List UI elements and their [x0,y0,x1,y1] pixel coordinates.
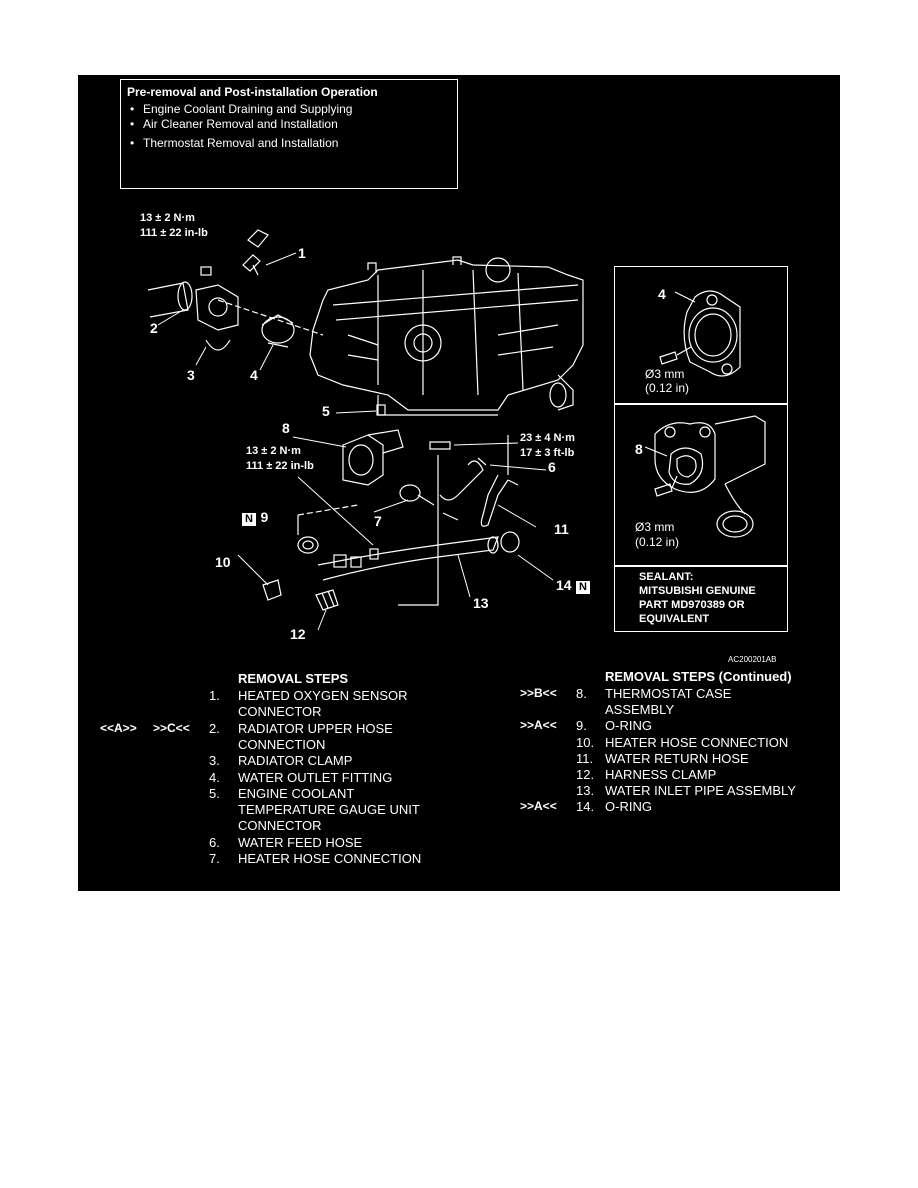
inset-thermostat-case: 8 Ø3 mm (0.12 in) [614,403,788,567]
callout-5: 5 [322,403,330,419]
step-number: 5. [209,785,220,801]
step-number: 3. [209,753,220,769]
step-number: 13. [576,783,595,799]
callout-4: 4 [250,367,258,383]
step-number: 2. [209,720,220,736]
step-number: 4. [209,769,220,785]
step-mark: >>C<< [153,720,190,735]
step-text: CONNECTOR [238,704,322,720]
steps-right-title: REMOVAL STEPS (Continued) [605,669,792,684]
torque-1-nm: 13 ± 2 N·m [140,212,195,224]
step-text: WATER OUTLET FITTING [238,769,393,785]
callout-8: 8 [282,420,290,436]
inset-mid-in: (0.12 in) [635,535,680,549]
callout-2: 2 [150,320,158,336]
torque-3-nm: 23 ± 4 N·m [520,432,575,444]
inset-mid-dia: Ø3 mm [635,520,675,534]
callout-7: 7 [374,513,382,529]
torque-2-imp: 111 ± 22 in-lb [246,460,314,472]
step-number: 14. [576,799,595,815]
step-text: HEATER HOSE CONNECTION [238,851,422,866]
torque-1-imp: 111 ± 22 in-lb [140,227,208,239]
pre-removal-item: Thermostat Removal and Installation [127,136,352,150]
step-text: ENGINE COOLANT [238,785,355,801]
step-text: WATER RETURN HOSE [605,750,749,766]
sealant-box: SEALANT: MITSUBISHI GENUINE PART MD97038… [614,565,788,632]
callout-13: 13 [473,595,489,611]
callout-6: 6 [548,459,556,475]
step-number: 10. [576,734,595,750]
step-text: WATER INLET PIPE ASSEMBLY [605,783,796,799]
inset-top-num: 4 [658,286,666,302]
step-number: 12. [576,767,595,782]
step-text: THERMOSTAT CASE [605,686,732,701]
pre-removal-list: Engine Coolant Draining and Supplying Ai… [127,102,352,150]
diagram-panel: Pre-removal and Post-installation Operat… [78,75,840,891]
callout-12: 12 [290,626,306,642]
step-text: O-RING [605,799,652,815]
step-text: HARNESS CLAMP [605,767,717,782]
n-badge-14: N [576,581,591,594]
steps-left-title: REMOVAL STEPS [238,671,349,686]
step-mark: >>A<< [520,799,557,814]
callout-1: 1 [298,245,306,261]
engine-drawing [147,229,584,631]
sealant-line: EQUIVALENT [639,613,710,625]
inset-top-in: (0.12 in) [645,381,690,395]
step-mark: <<A>> [100,720,137,735]
step-text: WATER FEED HOSE [238,834,363,850]
step-mark: >>A<< [520,718,557,733]
n-badge-9: N [242,513,256,526]
step-text: HEATED OXYGEN SENSOR [238,688,408,703]
step-number: 9. [576,718,587,734]
torque-3-imp: 17 ± 3 ft-lb [520,447,575,459]
callout-9: 9 [260,509,269,525]
inset-water-outlet: 4 Ø3 mm (0.12 in) [614,266,788,405]
callout-9-group: N 9 [242,509,268,527]
step-text: HEATER HOSE CONNECTION [605,734,789,750]
step-text: CONNECTOR [238,818,322,834]
step-text: RADIATOR UPPER HOSE [238,720,393,736]
callout-3: 3 [187,367,195,383]
pre-removal-item: Engine Coolant Draining and Supplying [127,102,352,116]
sealant-line: MITSUBISHI GENUINE [639,585,756,597]
step-number: 6. [209,834,220,850]
callout-10: 10 [215,554,231,570]
pre-removal-box: Pre-removal and Post-installation Operat… [120,79,458,189]
step-number: 11. [576,750,594,766]
inset-mid-num: 8 [635,441,643,457]
torque-2-nm: 13 ± 2 N·m [246,445,301,457]
step-number: 1. [209,688,220,703]
callout-14-group: 14 N [556,577,591,595]
pre-removal-item: Air Cleaner Removal and Installation [127,117,352,131]
step-text: TEMPERATURE GAUGE UNIT [238,802,420,818]
callout-14: 14 [556,577,572,593]
pre-removal-title: Pre-removal and Post-installation Operat… [127,85,378,99]
callout-11: 11 [554,521,569,537]
step-number: 8. [576,686,587,701]
step-mark: >>B<< [520,686,557,700]
inset-water-outlet-drawing [659,290,741,377]
step-text: RADIATOR CLAMP [238,753,353,769]
sealant-line: SEALANT: [639,571,694,583]
inset-thermostat-case-drawing [644,415,766,538]
step-text: O-RING [605,718,652,734]
step-text: ASSEMBLY [605,702,675,718]
sealant-line: PART MD970389 OR [639,599,745,611]
inset-top-dia: Ø3 mm [645,367,685,381]
step-number: 7. [209,851,220,866]
step-text: CONNECTION [238,736,326,752]
figure-number: AC200201AB [728,655,777,664]
